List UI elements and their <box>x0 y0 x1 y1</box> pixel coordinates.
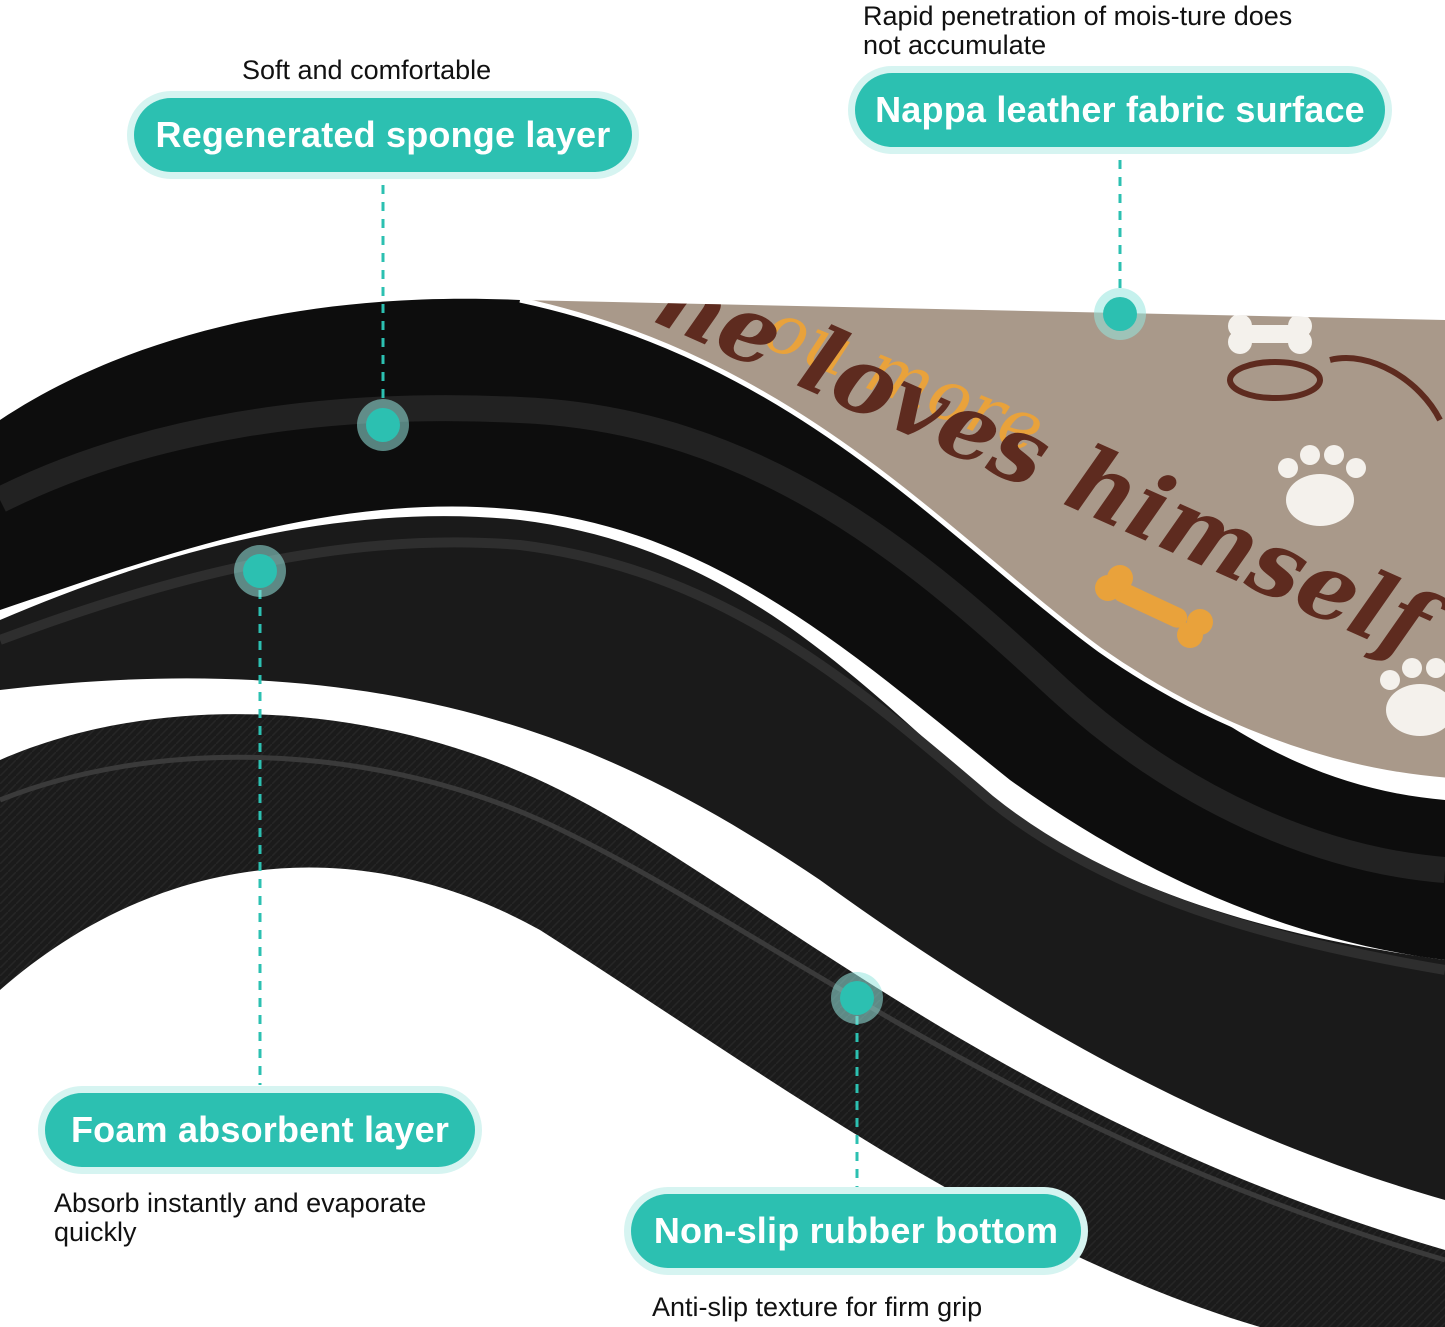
sponge-inner-band <box>0 395 1445 883</box>
callout-dot-icon <box>243 554 277 588</box>
nappa-surface-label: Nappa leather fabric surface <box>855 73 1385 147</box>
rubber-bottom-layer <box>0 714 1445 1327</box>
bone-icon <box>1228 314 1312 354</box>
nappa-caption-line1: Rapid penetration of mois-ture does <box>863 1 1293 31</box>
rubber-caption: Anti-slip texture for firm grip <box>652 1292 983 1322</box>
nappa-leather-surface <box>520 300 1445 780</box>
nappa-caption: Rapid penetration of mois-ture does not … <box>863 2 1292 60</box>
paw-print-icon <box>1380 658 1445 736</box>
sponge-layer <box>0 298 1445 960</box>
foam-caption: Absorb instantly and evaporate quickly <box>54 1189 426 1247</box>
foam-caption-line2: quickly <box>54 1217 137 1247</box>
foam-caption-line1: Absorb instantly and evaporate <box>54 1188 427 1218</box>
foam-layer-label: Foam absorbent layer <box>45 1093 475 1167</box>
bone-icon <box>1095 565 1213 648</box>
callout-dot-icon <box>1103 297 1137 331</box>
sponge-layer-label: Regenerated sponge layer <box>134 98 632 172</box>
dog-face-icon <box>1227 355 1443 422</box>
callout-dot-icon <box>840 981 874 1015</box>
foam-absorbent-layer <box>0 516 1445 1200</box>
rubber-bottom-label: Non-slip rubber bottom <box>631 1194 1081 1268</box>
rubber-bottom-edge <box>0 754 1445 1263</box>
sponge-caption: Soft and comfortable <box>242 55 492 85</box>
paw-print-icon <box>1278 445 1366 526</box>
nappa-caption-line2: not accumulate <box>863 30 1047 60</box>
surface-white-edge <box>519 297 1445 783</box>
callout-dot-icon <box>366 408 400 442</box>
